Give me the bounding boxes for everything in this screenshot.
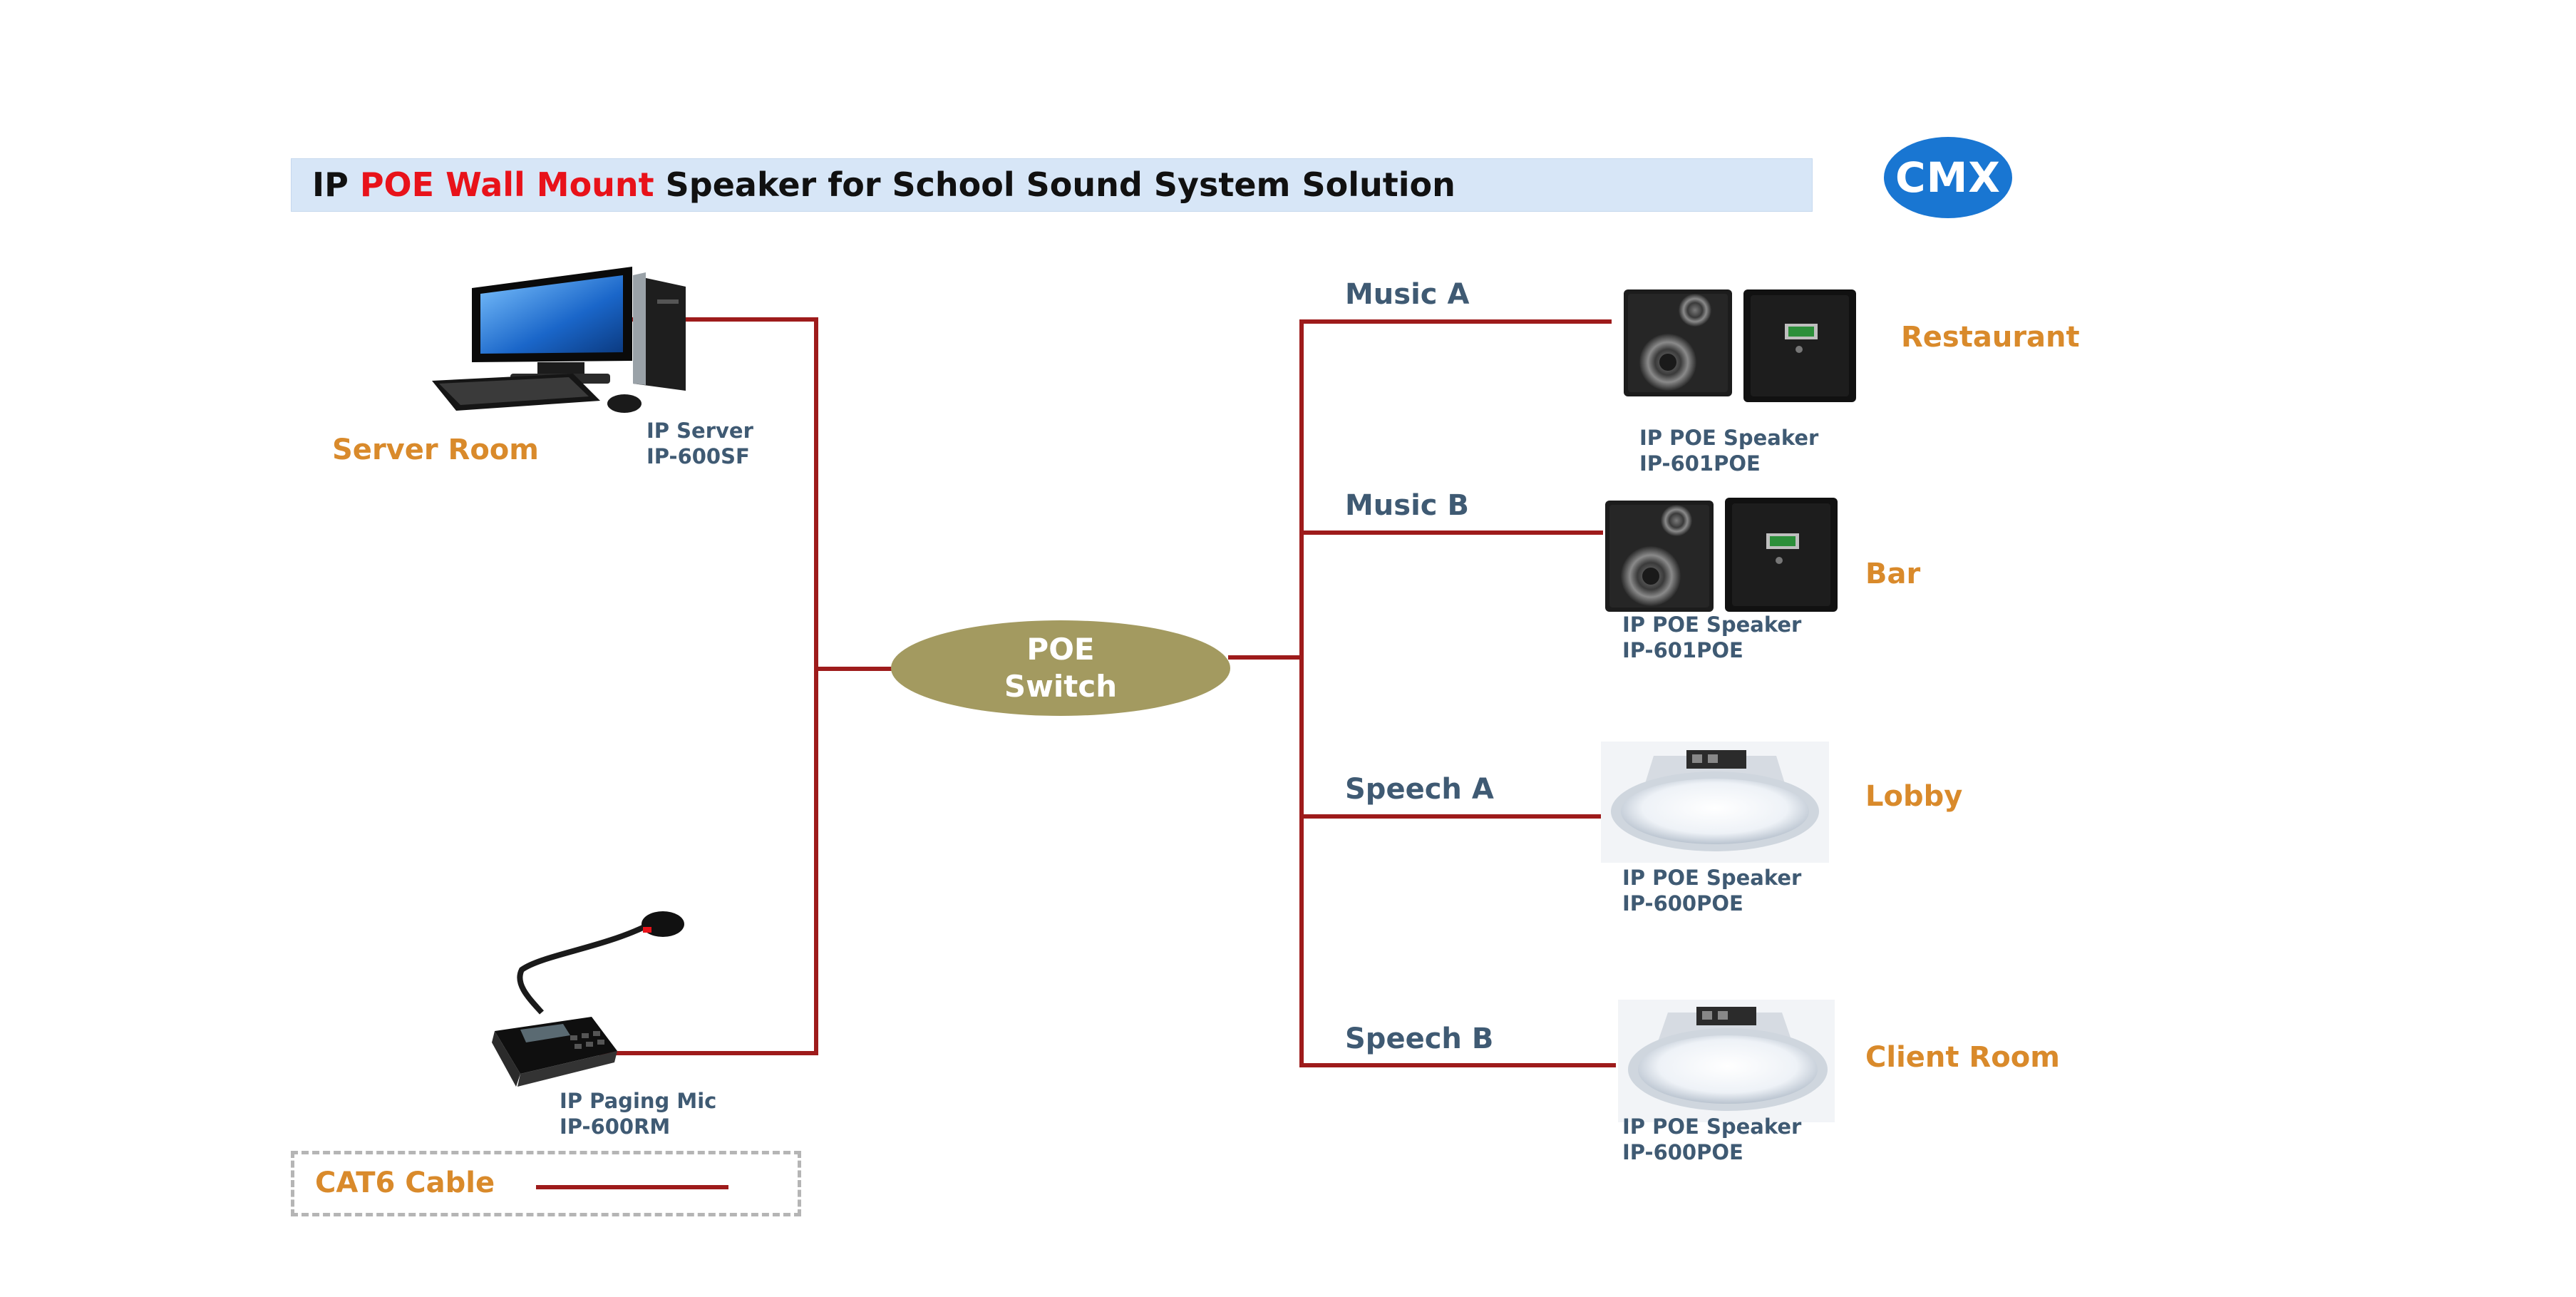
page-title: IP POE Wall Mount Speaker for School Sou… — [312, 163, 1456, 207]
location-label-lobby: Lobby — [1865, 780, 1963, 813]
paging-microphone-icon — [492, 911, 684, 1087]
legend-label: CAT6 Cable — [315, 1167, 495, 1199]
title-prefix: IP — [312, 165, 360, 204]
paging-mic-name: IP Paging Mic — [560, 1089, 717, 1113]
speaker-label-music-b: IP POE Speaker IP-601POE — [1622, 612, 1801, 663]
cmx-logo: CMX — [1884, 137, 2012, 218]
title-highlight: POE Wall Mount — [359, 165, 654, 204]
speaker-name-music-b: IP POE Speaker — [1622, 612, 1802, 637]
switch-label-line1: POE — [1026, 632, 1095, 667]
speaker-label-speech-b: IP POE Speaker IP-600POE — [1622, 1114, 1801, 1165]
desktop-computer-icon — [432, 267, 686, 413]
channel-label-speech-b: Speech B — [1345, 1022, 1494, 1055]
title-banner — [291, 158, 1813, 212]
location-label-client-room: Client Room — [1865, 1041, 2060, 1074]
speaker-model-music-b: IP-601POE — [1622, 638, 1743, 662]
wall-speaker-icon-bar — [1605, 498, 1838, 612]
channel-label-speech-a: Speech A — [1345, 773, 1494, 806]
server-room-label: Server Room — [332, 434, 539, 466]
location-label-bar: Bar — [1865, 558, 1921, 590]
legend-box — [291, 1151, 801, 1216]
channel-label-music-a: Music A — [1345, 278, 1470, 311]
speaker-label-music-a: IP POE Speaker IP-601POE — [1639, 425, 1818, 476]
ip-server-model: IP-600SF — [646, 444, 750, 468]
speaker-name-speech-a: IP POE Speaker — [1622, 866, 1802, 890]
speaker-name-music-a: IP POE Speaker — [1639, 426, 1819, 450]
wall-speaker-icon-restaurant — [1624, 289, 1856, 402]
paging-mic-label: IP Paging Mic IP-600RM — [560, 1088, 716, 1139]
location-label-restaurant: Restaurant — [1901, 321, 2080, 354]
poe-switch: POE Switch — [891, 620, 1230, 716]
speaker-label-speech-a: IP POE Speaker IP-600POE — [1622, 865, 1801, 916]
channel-label-music-b: Music B — [1345, 489, 1469, 522]
speaker-model-speech-a: IP-600POE — [1622, 891, 1743, 916]
switch-label-line2: Switch — [1004, 669, 1118, 704]
speaker-name-speech-b: IP POE Speaker — [1622, 1114, 1802, 1139]
ceiling-speaker-icon-client-room — [1618, 1000, 1835, 1122]
speaker-model-music-a: IP-601POE — [1639, 451, 1761, 476]
speaker-model-speech-b: IP-600POE — [1622, 1140, 1743, 1164]
title-suffix: Speaker for School Sound System Solution — [654, 165, 1456, 204]
cat6-cables — [598, 317, 1616, 1067]
ip-server-label: IP Server IP-600SF — [646, 418, 753, 469]
paging-mic-model: IP-600RM — [560, 1114, 671, 1139]
ip-server-name: IP Server — [646, 419, 753, 443]
ceiling-speaker-icon-lobby — [1601, 742, 1829, 863]
